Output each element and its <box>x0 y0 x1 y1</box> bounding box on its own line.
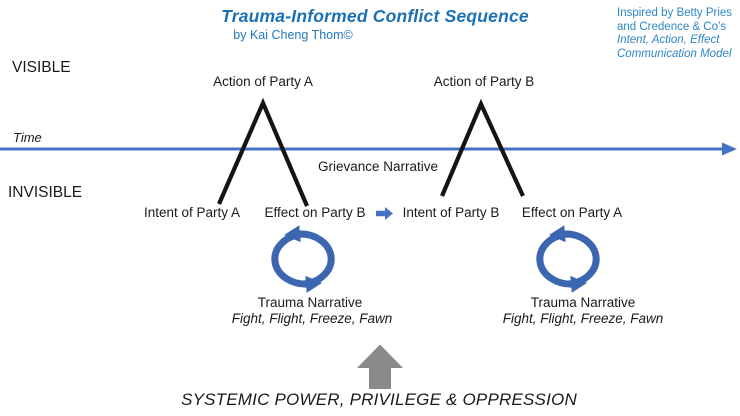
effect-party-b-label: Effect on Party B <box>264 205 366 220</box>
author-subtitle: by Kai Cheng Thom© <box>233 28 353 42</box>
trauma-cycle-b-icon <box>536 225 600 293</box>
effect-party-a-label: Effect on Party A <box>521 205 623 220</box>
systemic-up-arrow-icon <box>357 344 403 389</box>
inspiration-credit: Inspired by Betty Pries and Credence & C… <box>617 7 732 61</box>
trauma-narrative-a-label: Trauma Narrative <box>257 295 363 310</box>
trauma-cycle-a-icon <box>271 225 335 293</box>
trauma-responses-b-label: Fight, Flight, Freeze, Fawn <box>502 311 664 326</box>
action-party-a-label: Action of Party A <box>213 74 313 89</box>
transfer-right-arrow-icon <box>376 207 393 220</box>
credit-line-2: and Credence & Co’s <box>617 20 727 33</box>
page-title: Trauma-Informed Conflict Sequence <box>221 6 529 26</box>
trauma-responses-a-label: Fight, Flight, Freeze, Fawn <box>231 311 393 326</box>
time-label: Time <box>13 130 42 145</box>
conflict-peak-b-icon <box>440 98 525 197</box>
credit-line-3: Intent, Action, Effect <box>617 34 720 46</box>
intent-party-a-label: Intent of Party A <box>143 205 241 220</box>
action-party-b-label: Action of Party B <box>433 74 535 89</box>
trauma-narrative-b-label: Trauma Narrative <box>530 295 636 310</box>
grievance-narrative-label: Grievance Narrative <box>317 159 439 174</box>
systemic-power-label: SYSTEMIC POWER, PRIVILEGE & OPPRESSION <box>181 390 577 409</box>
intent-party-b-label: Intent of Party B <box>402 205 500 220</box>
visible-label: VISIBLE <box>12 59 71 76</box>
credit-line-4: Communication Model <box>617 47 732 60</box>
invisible-label: INVISIBLE <box>8 184 83 201</box>
credit-line-1: Inspired by Betty Pries <box>617 7 733 19</box>
conflict-peak-a-icon <box>217 97 309 207</box>
timeline-arrow-icon <box>0 142 737 156</box>
